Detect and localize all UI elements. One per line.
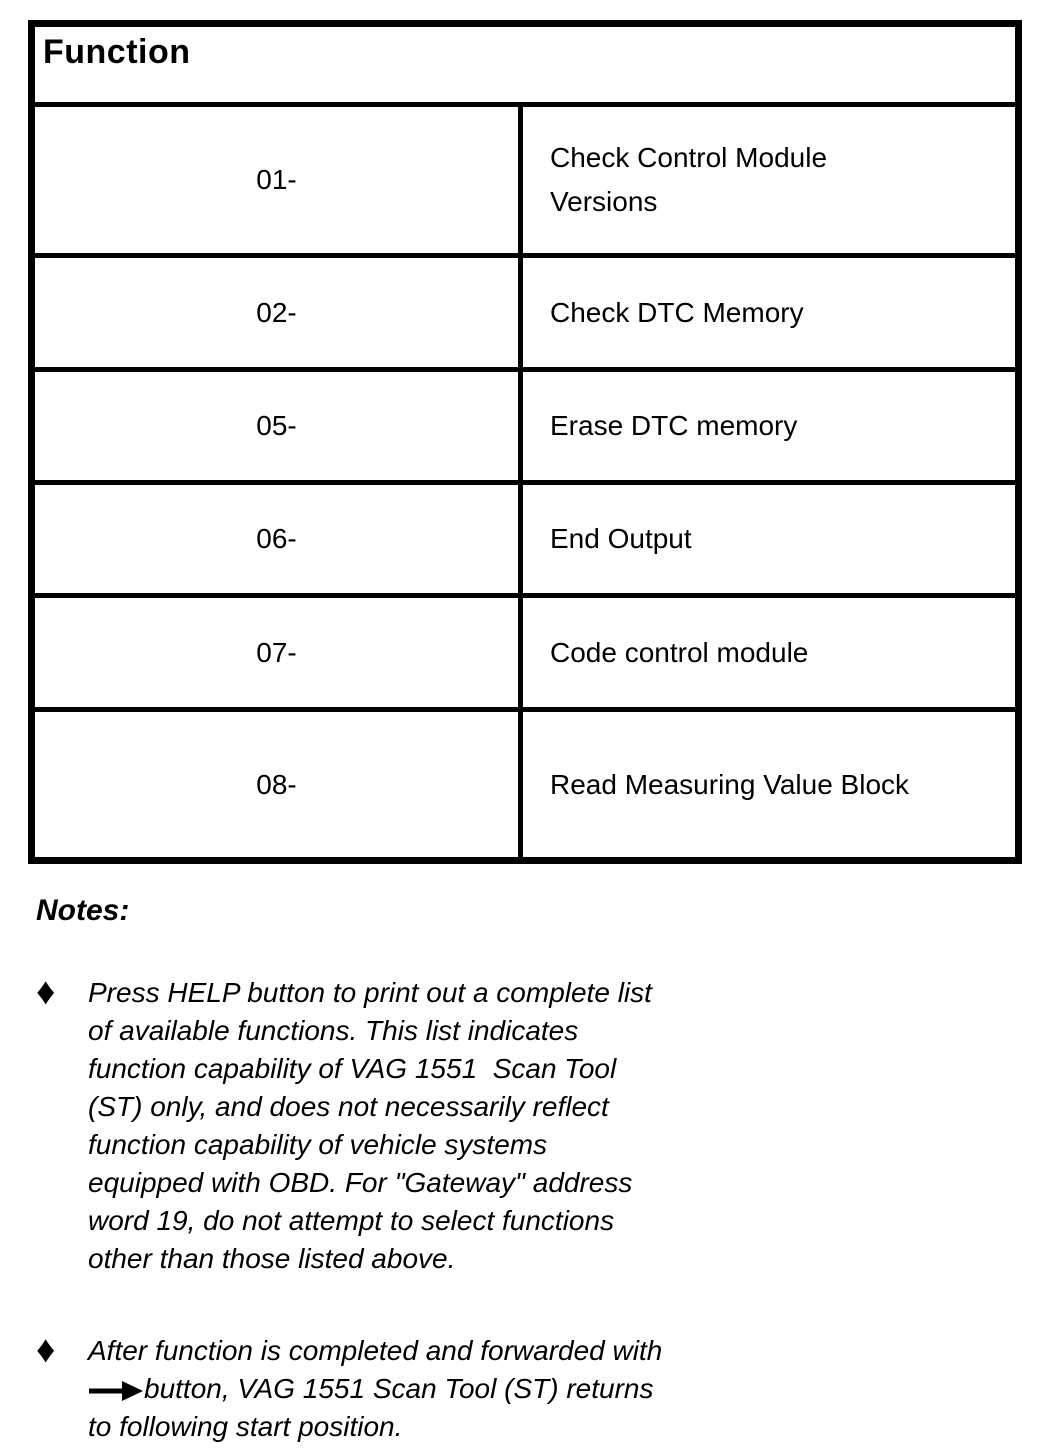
function-desc-cell: Code control module — [523, 598, 1015, 707]
table-row: 02- Check DTC Memory — [35, 258, 1015, 372]
function-table: Function 01- Check Control Module Versio… — [28, 20, 1022, 864]
function-desc-text: End Output — [550, 523, 692, 554]
table-header-function: Function — [35, 27, 1015, 107]
table-row: 06- End Output — [35, 485, 1015, 598]
function-desc-text: Code control module — [550, 636, 809, 668]
notes-section: Notes: ♦ Press HELP button to print out … — [36, 894, 696, 1446]
diamond-bullet-icon: ♦ — [36, 1329, 56, 1371]
function-desc-text: Read Measuring Value Block — [550, 768, 910, 800]
function-code-cell: 07- — [35, 598, 523, 707]
function-code-cell: 08- — [35, 712, 523, 857]
function-code-cell: 05- — [35, 372, 523, 480]
note-text: After function is completed and forwarde… — [88, 1332, 670, 1446]
note-item: ♦ Press HELP button to print out a compl… — [36, 971, 696, 1278]
function-desc-cell: End Output — [523, 485, 1015, 593]
diamond-bullet-icon: ♦ — [36, 971, 56, 1013]
right-arrow-icon — [89, 1381, 143, 1401]
notes-heading: Notes: — [36, 894, 130, 927]
table-row: 01- Check Control Module Versions — [35, 107, 1015, 258]
function-code-cell: 06- — [35, 485, 523, 593]
table-row: 05- Erase DTC memory — [35, 372, 1015, 485]
function-code-cell: 01- — [35, 107, 523, 253]
function-desc-cell: Erase DTC memory — [523, 372, 1015, 480]
function-desc-cell: Check Control Module Versions — [523, 107, 1015, 253]
function-code-cell: 02- — [35, 258, 523, 367]
function-desc-text: Check Control Module Versions — [550, 142, 828, 217]
function-desc-cell: Check DTC Memory — [523, 258, 1015, 367]
table-row: 07- Code control module — [35, 598, 1015, 712]
function-desc-cell: Read Measuring Value Block — [523, 712, 1015, 857]
note-text: Press HELP button to print out a complet… — [88, 977, 660, 1274]
note-item: ♦ After function is completed and forwar… — [36, 1329, 696, 1446]
function-desc-text: Check DTC Memory — [550, 296, 804, 328]
note-text-after-arrow: button, VAG 1551 Scan Tool (ST) returns … — [88, 1373, 662, 1442]
table-row: 08- Read Measuring Value Block — [35, 712, 1015, 857]
function-desc-text: Erase DTC memory — [550, 410, 798, 441]
note-text-before-arrow: After function is completed and forwarde… — [88, 1335, 678, 1366]
